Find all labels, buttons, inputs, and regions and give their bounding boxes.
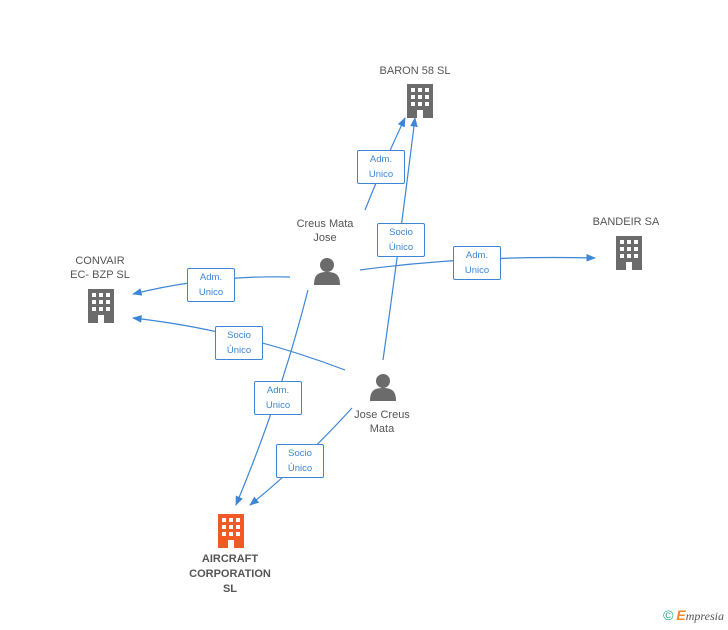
convair-label-line1: CONVAIR [75,255,125,267]
edge-label-jose-baron[interactable]: Socio Único [377,223,425,257]
jose-creus-mata-person-icon[interactable] [370,374,396,401]
jose-creus-mata-label[interactable]: Jose Creus Mata [332,408,432,436]
edge-label-line2: Unico [198,287,224,298]
edge-label-line1: Adm. [266,385,290,396]
aircraft-building-icon[interactable] [218,514,244,548]
brand-logo-text: mpresia [685,609,724,623]
baron-building-icon[interactable] [407,84,433,118]
baron-label[interactable]: BARON 58 SL [360,64,470,78]
edge-label-jose-convair[interactable]: Socio Único [215,326,263,360]
jose-creus-mata-label-line1: Jose Creus [354,409,410,421]
creus-mata-jose-person-icon[interactable] [314,258,340,285]
creus-mata-jose-label-line2: Jose [313,232,337,244]
edge-label-creus-bandeir[interactable]: Adm. Unico [453,246,501,280]
bandeir-building-icon[interactable] [616,236,642,270]
convair-building-icon[interactable] [88,289,114,323]
edge-label-line1: Adm. [199,272,223,283]
bandeir-label-text: BANDEIR SA [592,216,660,228]
baron-label-text: BARON 58 SL [379,65,451,77]
edge-label-line2: Unico [368,169,394,180]
edge-label-jose-aircraft[interactable]: Socio Único [276,444,324,478]
brand-logo-initial: E [676,607,686,623]
edge-label-line2: Único [388,242,414,253]
copyright-icon: © [663,607,674,623]
edge-label-creus-convair[interactable]: Adm. Unico [187,268,235,302]
convair-label-line2: EC- BZP SL [70,269,130,281]
aircraft-label[interactable]: AIRCRAFT CORPORATION SL [170,552,290,597]
convair-label[interactable]: CONVAIR EC- BZP SL [50,254,150,282]
bandeir-label[interactable]: BANDEIR SA [576,215,676,229]
aircraft-label-line1: AIRCRAFT [201,553,259,565]
edge-label-line1: Adm. [465,250,489,261]
edge-label-line1: Socio [227,330,251,341]
edge-label-line2: Único [226,345,252,356]
edge-label-line1: Socio [389,227,413,238]
creus-mata-jose-label[interactable]: Creus Mata Jose [275,217,375,245]
edge-label-creus-aircraft[interactable]: Adm. Unico [254,381,302,415]
edge-label-creus-baron[interactable]: Adm. Unico [357,150,405,184]
aircraft-label-line2: CORPORATION [189,568,271,580]
edge-label-line2: Unico [265,400,291,411]
edge-label-line1: Adm. [369,154,393,165]
edge-label-line1: Socio [288,448,312,459]
edge-label-line2: Unico [464,265,490,276]
footer-watermark: ©Empresia [663,607,724,624]
aircraft-label-line3: SL [222,583,238,595]
edge-label-line2: Único [287,463,313,474]
jose-creus-mata-label-line2: Mata [369,423,395,435]
creus-mata-jose-label-line1: Creus Mata [296,218,354,230]
